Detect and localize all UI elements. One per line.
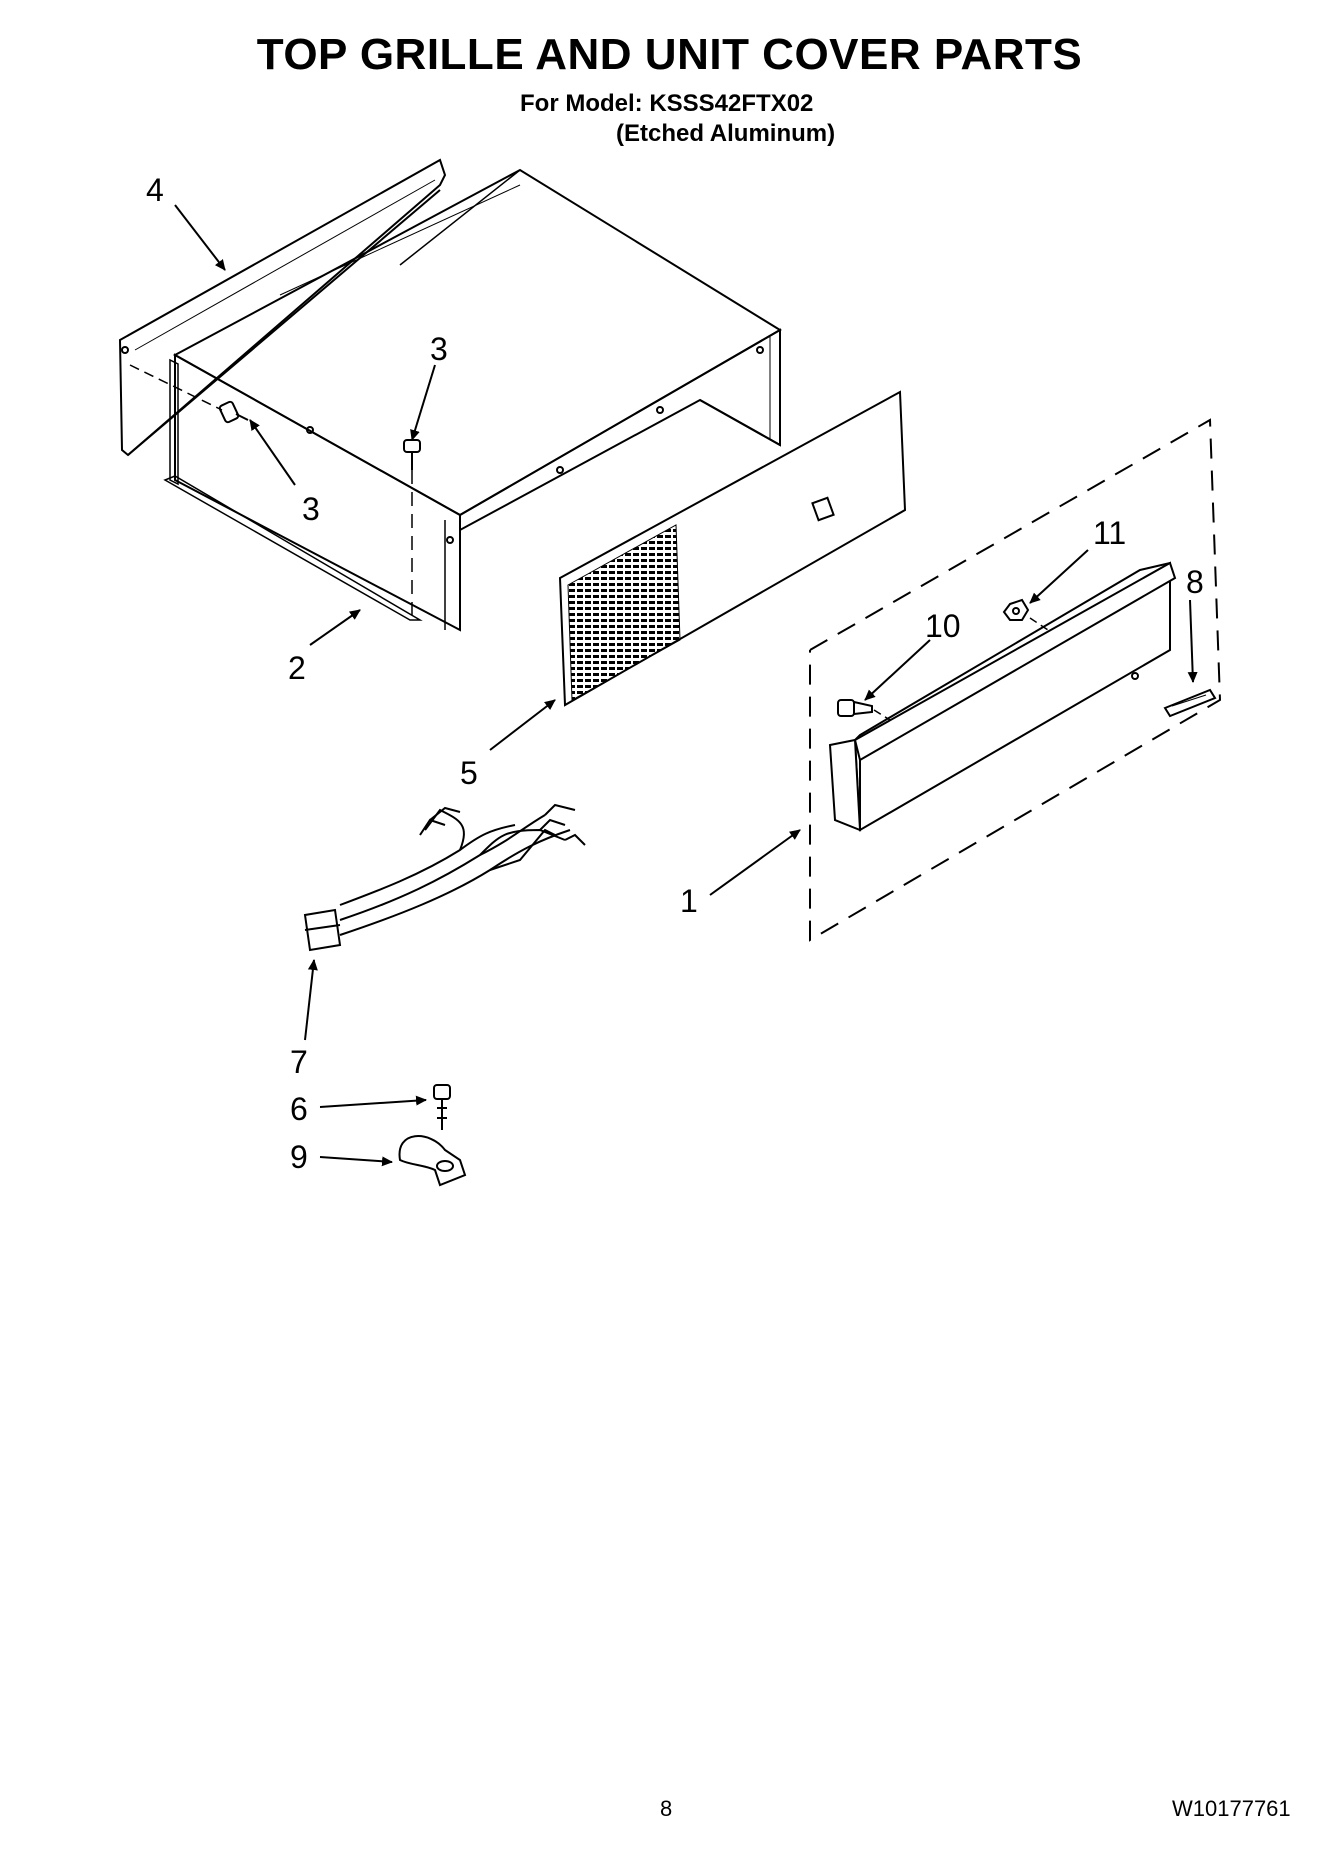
rear-panel-part-4	[118, 158, 447, 457]
screw-part-6	[433, 1084, 451, 1130]
unit-cover-part-2	[163, 168, 782, 632]
top-grille-part-1	[828, 561, 1177, 832]
page-title: TOP GRILLE AND UNIT COVER PARTS	[256, 30, 1083, 79]
assembly-line-11	[1029, 617, 1049, 631]
callout-6: 6	[290, 1091, 308, 1127]
callout-10: 10	[925, 608, 961, 644]
document-number: W10177761	[1172, 1796, 1291, 1821]
callout-8: 8	[1186, 564, 1204, 600]
grille-panel-part-5	[558, 390, 907, 707]
callout-3-top: 3	[430, 331, 448, 367]
clip-part-9	[398, 1135, 467, 1187]
finish-line: (Etched Aluminum)	[616, 120, 836, 147]
callout-7: 7	[290, 1044, 308, 1080]
callout-3-side: 3	[302, 491, 320, 527]
page-number: 8	[660, 1796, 673, 1821]
callout-2: 2	[288, 650, 306, 686]
wire-harness-part-7	[303, 803, 586, 952]
assembly-line-10	[873, 709, 891, 721]
screw-part-3-side	[218, 400, 249, 424]
nameplate-part-8	[1163, 688, 1217, 718]
model-line: For Model: KSSS42FTX02	[520, 90, 814, 117]
assembly-line-3a	[129, 364, 223, 411]
callout-1: 1	[680, 883, 698, 919]
callout-4: 4	[146, 172, 164, 208]
callout-11: 11	[1093, 515, 1126, 551]
callout-9: 9	[290, 1139, 308, 1175]
screw-part-3-top	[403, 439, 421, 470]
nut-part-11	[1002, 598, 1030, 621]
leader-lines	[174, 204, 1198, 1167]
callout-5: 5	[460, 755, 478, 791]
screw-part-10	[837, 699, 873, 717]
grille-assembly-outline	[809, 418, 1222, 942]
